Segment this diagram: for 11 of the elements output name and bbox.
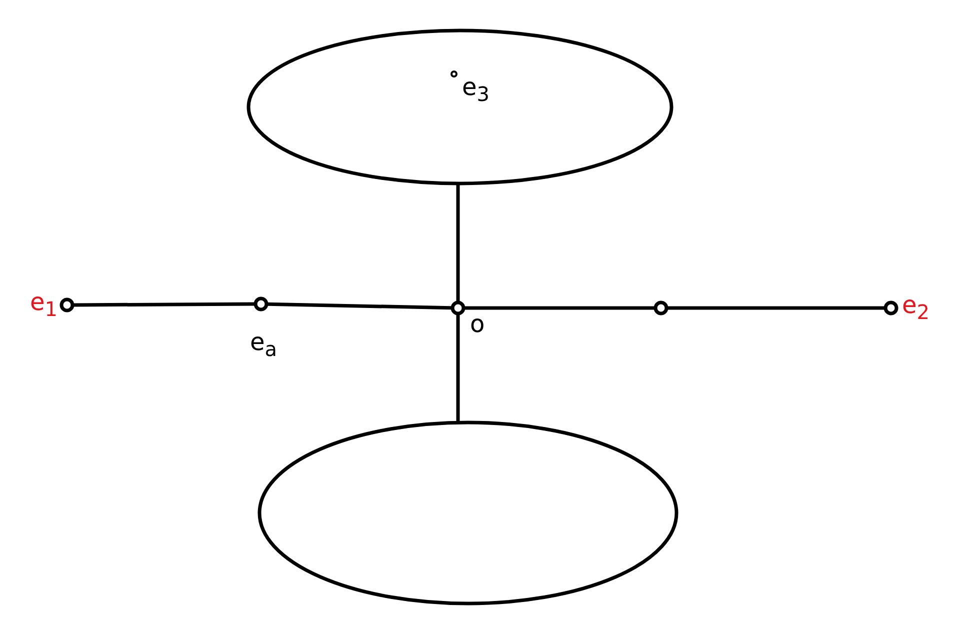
connector-line xyxy=(668,306,884,310)
vertex-label: o xyxy=(470,312,485,336)
vertex-label: e$_{2}$ xyxy=(902,293,930,322)
connector-line xyxy=(268,302,452,310)
connector-line xyxy=(465,306,654,310)
ellipse-label: e$_{3}$ xyxy=(462,75,490,104)
vertex-label: e$_{1}$ xyxy=(30,290,58,319)
connector-line xyxy=(456,315,460,422)
connector-line xyxy=(456,185,460,301)
vertex-label: e$_{a}$ xyxy=(250,330,278,359)
connector-line xyxy=(74,302,254,307)
